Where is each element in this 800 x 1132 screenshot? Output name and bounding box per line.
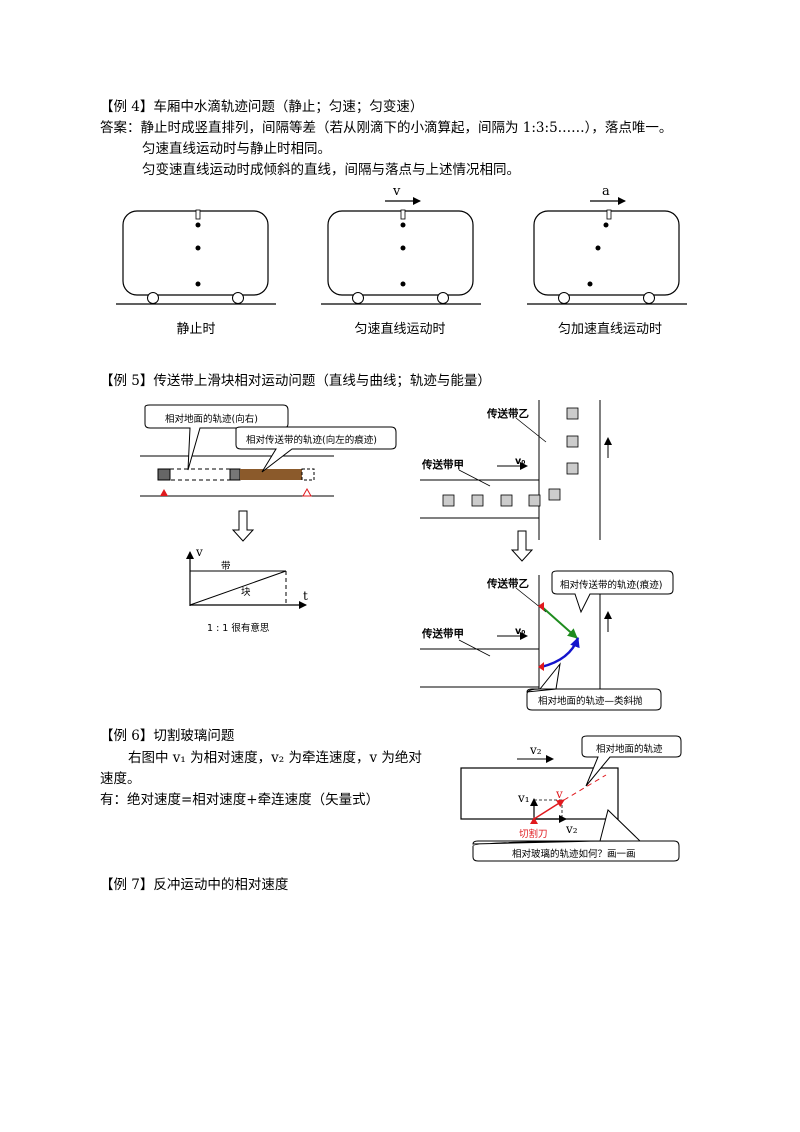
acceleration-label: a xyxy=(602,184,610,199)
example6-text-line2: 速度。 xyxy=(100,771,141,787)
water-drop xyxy=(400,245,406,251)
train-car-accelerating xyxy=(527,197,687,305)
example4-answer-line3: 匀变速直线运动时成倾斜的直线，间隔与落点与上述情况相同。 xyxy=(142,162,520,178)
water-drop xyxy=(400,222,406,228)
callout-belt xyxy=(235,426,397,473)
graph-t-label: t xyxy=(303,589,308,603)
callout-ground-glass-text: 相对地面的轨迹 xyxy=(596,744,663,755)
example6-text-line1: 右图中 v₁ 为相对速度，v₂ 为牵连速度，v 为绝对 xyxy=(128,750,422,766)
callout-ground-text: 相对地面的轨迹(向右) xyxy=(165,414,258,425)
graph-note: 1 : 1 很有意思 xyxy=(207,623,270,634)
marker-red xyxy=(160,489,168,496)
green-trace-arrow xyxy=(540,605,578,639)
down-arrow-icon xyxy=(231,510,255,542)
knife-marker xyxy=(530,817,538,824)
example4-answer-line2: 匀速直线运动时与静止时相同。 xyxy=(142,141,331,157)
down-arrow-icon xyxy=(510,530,534,562)
velocity-time-graph xyxy=(186,551,307,609)
callout-ground xyxy=(144,404,289,471)
velocity-label: v xyxy=(393,184,401,199)
ground-trace-dashed xyxy=(563,774,607,801)
caption-rest: 静止时 xyxy=(176,322,216,337)
train-car-rest xyxy=(116,209,276,305)
conveyor-belt-left xyxy=(140,404,397,497)
belt-trace xyxy=(240,469,302,480)
water-drop xyxy=(587,281,593,287)
callout-ground-trace-text: 相对地面的轨迹—类斜抛 xyxy=(538,696,643,707)
example5-title: 【例 5】传送带上滑块相对运动问题（直线与曲线；轨迹与能量） xyxy=(100,373,491,389)
belt-b-label-2: 传送带乙 xyxy=(487,578,529,590)
example6-text-line3: 有：绝对速度=相对速度+牵连速度（矢量式） xyxy=(100,792,380,808)
example4-title: 【例 4】车厢中水滴轨迹问题（静止；匀速；匀变速） xyxy=(100,99,424,115)
caption-uniform: 匀速直线运动时 xyxy=(354,322,446,337)
water-drop xyxy=(195,281,201,287)
callout-glass-trace xyxy=(472,809,680,862)
water-drop xyxy=(400,281,406,287)
v0-label: v₀ xyxy=(515,456,526,467)
example6-title: 【例 6】切割玻璃问题 xyxy=(100,728,235,744)
water-drop xyxy=(195,245,201,251)
v1-label: v₁ xyxy=(518,791,530,805)
marker-red-outline xyxy=(302,487,312,497)
water-drop xyxy=(195,222,201,228)
caption-accelerating: 匀加速直线运动时 xyxy=(557,322,662,337)
v2-top-label: v₂ xyxy=(530,743,542,757)
example7-title: 【例 7】反冲运动中的相对速度 xyxy=(100,877,289,893)
example4-answer-line1: 答案：静止时成竖直排列，间隔等差（若从刚滴下的小滴算起，间隔为 1:3:5……）… xyxy=(100,120,673,136)
callout-ground-trace xyxy=(526,662,662,711)
knife-label: 切割刀 xyxy=(519,829,548,840)
v-label: v xyxy=(556,787,563,801)
callout-ground-glass xyxy=(581,735,682,787)
v0-label-2: v₀ xyxy=(515,626,526,637)
conveyor-belts-trajectory xyxy=(420,570,674,711)
train-car-uniform xyxy=(321,197,481,305)
belt-a-label: 传送带甲 xyxy=(422,459,464,471)
v-arrow xyxy=(533,799,565,820)
graph-block-label: 块 xyxy=(241,587,251,598)
callout-belt-trace xyxy=(551,570,674,614)
graph-v-label: v xyxy=(196,545,203,559)
water-drop xyxy=(603,222,609,228)
graph-belt-label: 带 xyxy=(221,561,231,572)
water-drop xyxy=(595,245,601,251)
callout-glass-trace-text: 相对玻璃的轨迹如何？画一画 xyxy=(512,849,636,860)
belt-a-label-2: 传送带甲 xyxy=(422,628,464,640)
belt-b-label: 传送带乙 xyxy=(487,408,529,420)
conveyor-belts-right xyxy=(420,400,612,540)
callout-belt-trace-text: 相对传送带的轨迹(痕迹) xyxy=(560,580,663,591)
block-velocity-line xyxy=(189,570,287,606)
v2-bottom-label: v₂ xyxy=(566,822,578,836)
blue-trajectory-arrow xyxy=(540,637,580,669)
callout-belt-text: 相对传送带的轨迹(向左的痕迹) xyxy=(246,435,377,446)
